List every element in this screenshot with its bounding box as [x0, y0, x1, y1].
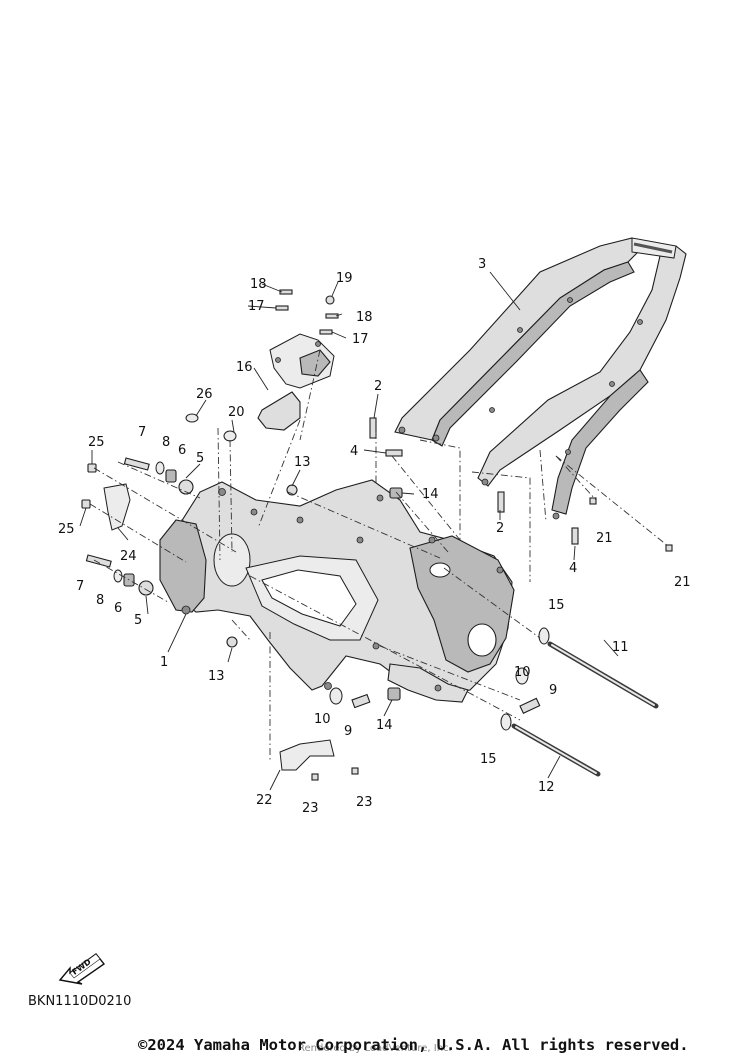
- callout-21a[interactable]: 21: [596, 531, 613, 546]
- callout-25a[interactable]: 25: [88, 435, 105, 450]
- callout-13a[interactable]: 13: [294, 455, 311, 470]
- callout-18b[interactable]: 18: [356, 310, 373, 325]
- callout-18a[interactable]: 18: [250, 277, 267, 292]
- callout-6b[interactable]: 6: [114, 601, 122, 616]
- fasteners: [81, 289, 673, 781]
- leader-lines: [79, 271, 619, 791]
- copyright-notice: ©2024 Yamaha Motor Corporation, U.S.A. A…: [138, 1036, 689, 1054]
- callout-17a[interactable]: 17: [248, 299, 265, 314]
- bracket-assembly[interactable]: [257, 333, 335, 431]
- callout-24[interactable]: 24: [120, 549, 137, 564]
- rear-subframe[interactable]: [394, 237, 687, 520]
- callout-4a[interactable]: 4: [350, 444, 358, 459]
- callout-15b[interactable]: 15: [480, 752, 497, 767]
- callout-7b[interactable]: 7: [76, 579, 84, 594]
- callout-5b[interactable]: 5: [134, 613, 142, 628]
- callout-10a[interactable]: 10: [314, 712, 331, 727]
- callout-12[interactable]: 12: [538, 780, 555, 795]
- callout-5a[interactable]: 5: [196, 451, 204, 466]
- callout-23a[interactable]: 23: [302, 801, 319, 816]
- callout-20[interactable]: 20: [228, 405, 245, 420]
- callout-14a[interactable]: 14: [422, 487, 439, 502]
- callout-6a[interactable]: 6: [178, 443, 186, 458]
- callout-1[interactable]: 1: [160, 655, 168, 670]
- main-frame[interactable]: [159, 479, 515, 703]
- callout-26[interactable]: 26: [196, 387, 213, 402]
- callout-9b[interactable]: 9: [549, 683, 557, 698]
- diagram-code: BKN1110D0210: [28, 994, 132, 1009]
- callout-11[interactable]: 11: [612, 640, 629, 655]
- callout-10b[interactable]: 10: [514, 665, 531, 680]
- callout-3[interactable]: 3: [478, 257, 486, 272]
- callout-8a[interactable]: 8: [162, 435, 170, 450]
- callout-9a[interactable]: 9: [344, 724, 352, 739]
- alignment-lines: [89, 349, 669, 760]
- callout-2b[interactable]: 2: [496, 521, 504, 536]
- callout-16[interactable]: 16: [236, 360, 253, 375]
- callout-21b[interactable]: 21: [674, 575, 691, 590]
- watermark-text: Rendered by LeadVenture, Inc.: [298, 1043, 452, 1054]
- long-bolts: [511, 641, 659, 777]
- callout-22[interactable]: 22: [256, 793, 273, 808]
- callout-2a[interactable]: 2: [374, 379, 382, 394]
- fwd-arrow-icon: FWD: [58, 953, 106, 985]
- callout-4b[interactable]: 4: [569, 561, 577, 576]
- callout-15a[interactable]: 15: [548, 598, 565, 613]
- callout-7a[interactable]: 7: [138, 425, 146, 440]
- callout-labels: 1 2 2 3 4 4 5 5 6 6 7 7 8 8 9 9 10 10 11…: [58, 257, 691, 816]
- callout-25b[interactable]: 25: [58, 522, 75, 537]
- callout-14b[interactable]: 14: [376, 718, 393, 733]
- callout-17b[interactable]: 17: [352, 332, 369, 347]
- callout-19[interactable]: 19: [336, 271, 353, 286]
- callout-13b[interactable]: 13: [208, 669, 225, 684]
- callout-23b[interactable]: 23: [356, 795, 373, 810]
- callout-8b[interactable]: 8: [96, 593, 104, 608]
